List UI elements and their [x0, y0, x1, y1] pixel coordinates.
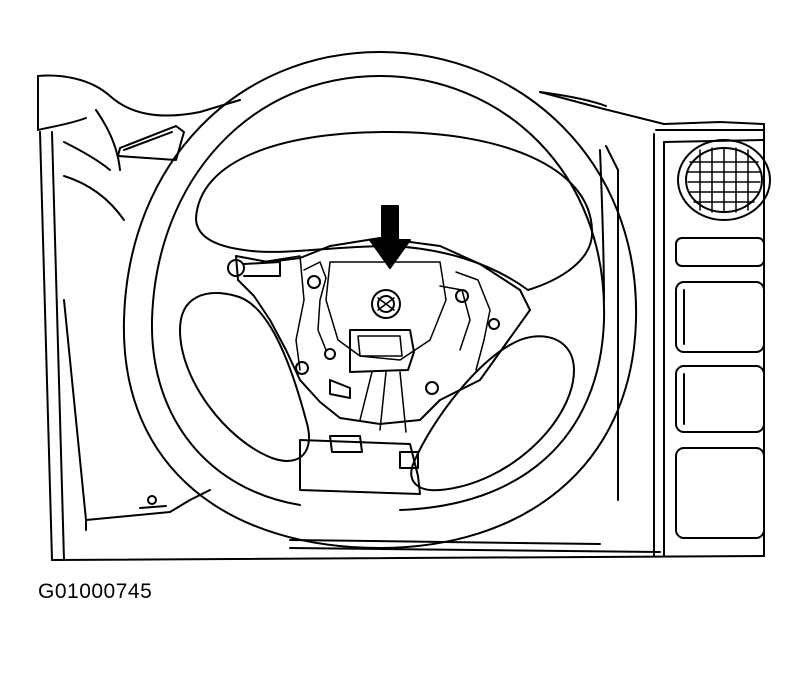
- steering-wheel-hub: [228, 238, 530, 468]
- steering-wheel-rim: [124, 52, 636, 548]
- dashboard-outline: [38, 76, 764, 560]
- down-arrow-indicator: [370, 206, 410, 268]
- air-vent: [678, 140, 770, 220]
- console-panels: [676, 238, 764, 538]
- frame-lines: [52, 124, 764, 560]
- figure-id-label: G01000745: [38, 580, 153, 603]
